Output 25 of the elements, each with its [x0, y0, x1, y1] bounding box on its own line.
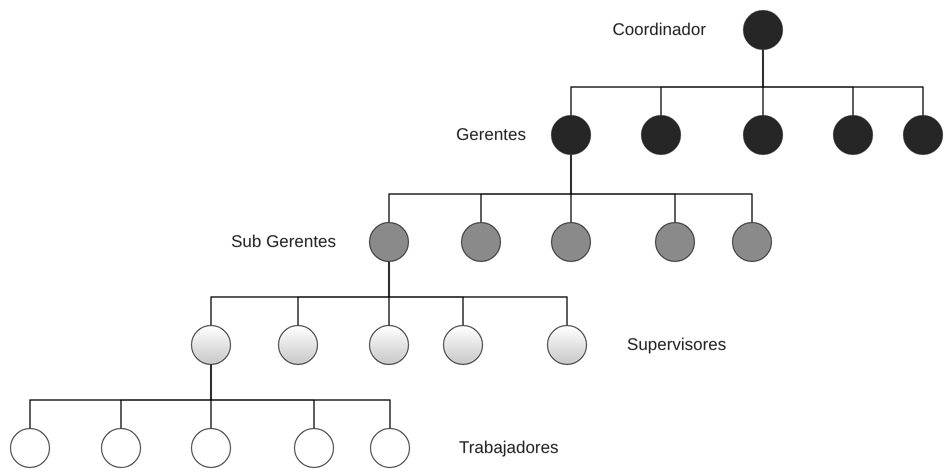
level-label: Gerentes	[456, 125, 526, 145]
circle-node	[833, 115, 873, 155]
circle-node	[369, 325, 409, 365]
connector-line	[762, 50, 924, 115]
connector-line	[570, 155, 753, 222]
circle-node	[294, 428, 334, 468]
circle-node	[191, 325, 231, 365]
circle-node	[443, 325, 483, 365]
circle-node	[655, 222, 695, 262]
circle-node	[903, 115, 943, 155]
circle-node	[10, 428, 50, 468]
level-label: Supervisores	[627, 335, 726, 355]
circle-node	[461, 222, 501, 262]
level-label: Coordinador	[612, 20, 706, 40]
level-label: Trabajadores	[459, 438, 559, 458]
circle-node	[551, 222, 591, 262]
circle-node	[101, 428, 141, 468]
circle-node	[743, 115, 783, 155]
connector-line	[210, 365, 391, 428]
circle-node	[191, 428, 231, 468]
circle-node	[641, 115, 681, 155]
level-label: Sub Gerentes	[231, 232, 336, 252]
connector-line	[388, 262, 568, 325]
circle-node	[732, 222, 772, 262]
circle-node	[278, 325, 318, 365]
